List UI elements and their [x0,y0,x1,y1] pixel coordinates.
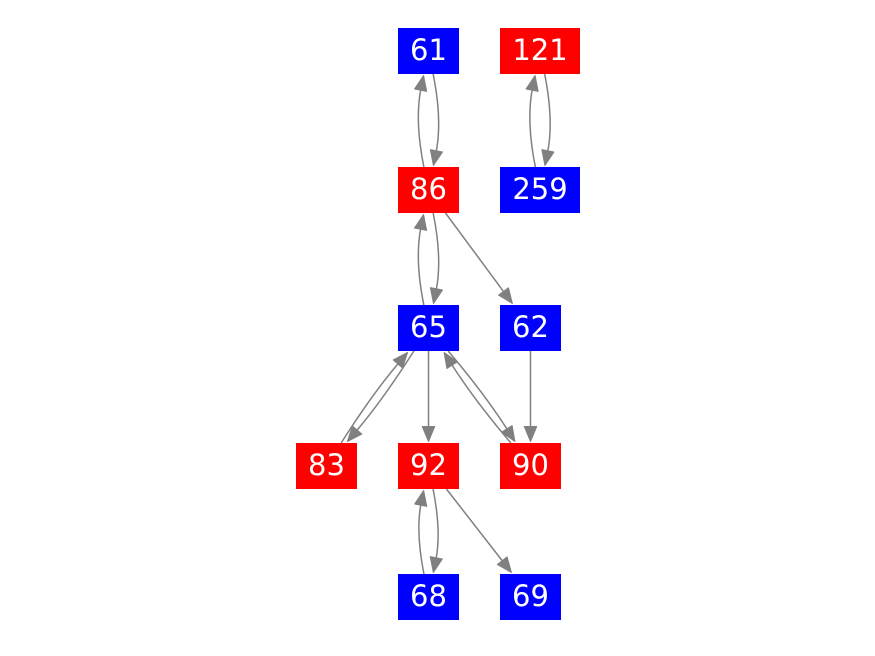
edge-arrowhead [429,556,443,573]
graph-edge-68-to-92 [418,503,425,575]
graph-node-61[interactable]: 61 [398,28,459,74]
graph-edge-86-to-61 [417,88,425,168]
edge-arrowhead [525,75,539,92]
graph-node-69[interactable]: 69 [500,574,561,620]
graph-node-90[interactable]: 90 [500,443,561,489]
graph-node-83[interactable]: 83 [296,443,357,489]
graph-node-68[interactable]: 68 [398,574,459,620]
graph-node-label: 259 [512,171,568,206]
edge-arrowhead [523,426,538,442]
graph-node-label: 90 [512,447,549,482]
edge-arrowhead [496,556,512,573]
graph-node-259[interactable]: 259 [500,167,580,213]
edge-arrowhead [414,490,428,507]
edge-arrowhead [497,287,513,304]
graph-node-92[interactable]: 92 [398,443,459,489]
edge-arrowhead [414,75,428,92]
edge-arrowhead [429,149,443,166]
edge-arrowhead [421,426,436,442]
graph-node-label: 69 [512,578,549,613]
edge-arrowhead [392,352,409,369]
graph-node-label: 92 [410,447,447,482]
edge-arrowhead [501,425,516,442]
graph-edge-121-to-259 [543,73,551,153]
graph-node-label: 121 [512,32,568,67]
graph-edge-86-to-62 [444,212,506,294]
graph-node-label: 65 [410,309,447,344]
graph-node-86[interactable]: 86 [398,167,459,213]
edge-arrowhead [429,287,444,304]
graph-node-65[interactable]: 65 [398,305,459,351]
graph-node-62[interactable]: 62 [500,305,561,351]
edge-arrowhead [443,352,458,369]
graph-edge-65-to-90 [447,350,509,431]
edge-arrowhead [413,214,428,231]
edge-arrowhead [346,425,363,442]
graph-edge-61-to-86 [432,73,440,153]
graph-edge-65-to-83 [355,350,415,433]
edge-arrowhead [541,149,555,166]
graph-node-121[interactable]: 121 [500,28,580,74]
graph-edge-90-to-65 [450,363,512,444]
graph-edge-92-to-68 [432,488,439,560]
graph-node-label: 83 [308,447,345,482]
graph-node-label: 62 [512,309,549,344]
graph-node-label: 61 [410,32,447,67]
graph-edge-65-to-86 [417,227,425,306]
graph-edge-92-to-69 [445,488,505,563]
graph-node-label: 86 [410,171,447,206]
graph-edge-83-to-65 [340,361,400,444]
graph-edge-86-to-65 [432,212,440,291]
graph-node-label: 68 [410,578,447,613]
graph-edge-259-to-121 [529,88,537,168]
